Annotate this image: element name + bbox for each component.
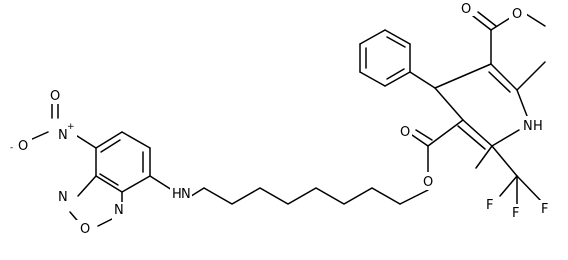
cf3-f3-label: F: [541, 202, 548, 217]
methyl-ester-group: [472, 11, 546, 65]
nitro-n-charge: +: [67, 122, 75, 132]
amine-bond-left: [149, 175, 173, 191]
ester1-ether-o-label: O: [512, 7, 522, 22]
nitro-n-label: N: [58, 128, 68, 143]
hexyl-ester-group: [399, 119, 464, 205]
cf3-f1-label: F: [486, 198, 493, 213]
nitro-group: [29, 103, 97, 149]
methyl-bond: [516, 61, 546, 91]
dhp-n-label: N: [523, 119, 533, 134]
ring-n-top-label: N: [58, 190, 68, 205]
nitro-o-left-charge: -: [10, 143, 13, 153]
phenyl-ring: [359, 29, 411, 87]
hexyl-chain: [203, 187, 401, 205]
ester2-ether-o-label: O: [423, 175, 433, 190]
trifluoromethyl-group: [475, 145, 543, 207]
nitro-o-left-label: O: [18, 139, 28, 154]
amine-h-label: H: [172, 187, 182, 202]
nitro-o-top-label: O: [50, 89, 60, 104]
amine-n-label: N: [181, 187, 191, 202]
cf3-f2-label: F: [512, 206, 519, 221]
dhp-h-label: H: [533, 119, 543, 134]
benzoxadiazole-ring: [63, 131, 151, 227]
dihydropyridine-ring: [409, 63, 528, 150]
ring-o-label: O: [80, 222, 90, 237]
ester2-carbonyl-o-label: O: [400, 125, 410, 140]
ester1-carbonyl-o-label: O: [461, 2, 471, 17]
ring-n-bottom-label: N: [114, 203, 124, 218]
